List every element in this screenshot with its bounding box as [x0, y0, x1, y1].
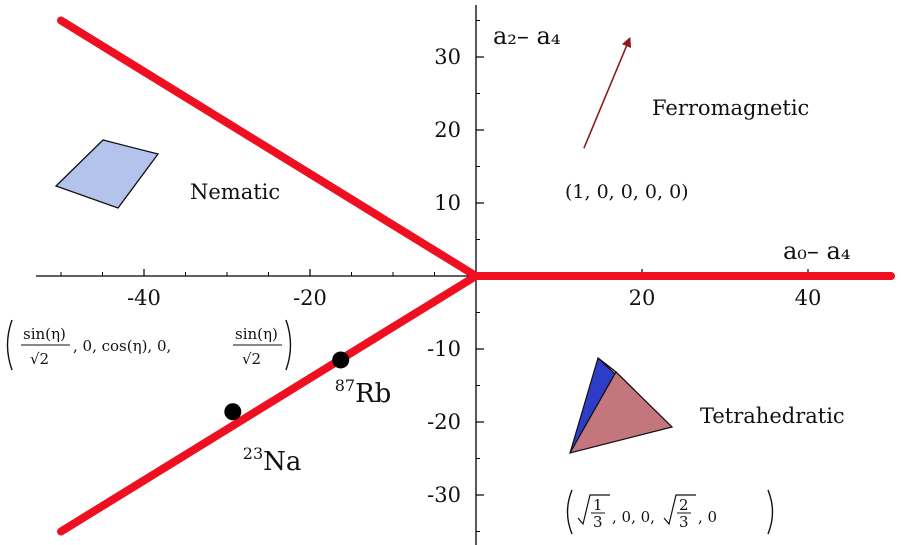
- phase-boundaries: [57, 16, 895, 536]
- svg-text:sin(η): sin(η): [235, 325, 278, 343]
- y-tick-label: -10: [427, 337, 461, 361]
- nematic-state: sin(η) √2 , 0, cos(η), 0, sin(η) √2: [6, 319, 292, 371]
- svg-text:, 0: , 0: [698, 508, 717, 526]
- y-tick-label: -30: [427, 483, 461, 507]
- x-tick-label: -40: [127, 286, 161, 310]
- point-label-rb: 87Rb: [335, 376, 392, 409]
- svg-text:√2: √2: [242, 350, 261, 368]
- point-na: [224, 403, 242, 421]
- phase-boundary-2: [57, 272, 480, 536]
- y-tick-label: -20: [427, 410, 461, 434]
- tetrahedron-icon: [568, 356, 674, 454]
- atom-points: 87Rb 23Na: [224, 351, 392, 477]
- svg-text:3: 3: [679, 513, 689, 531]
- y-tick-label: 10: [434, 191, 461, 215]
- svg-text:, 0, cos(η), 0,: , 0, cos(η), 0,: [73, 337, 171, 355]
- svg-text:3: 3: [593, 513, 603, 531]
- region-label-tetrahedratic: Tetrahedratic: [700, 404, 845, 428]
- point-rb: [332, 351, 350, 369]
- region-label-nematic: Nematic: [190, 180, 280, 204]
- x-tick-label: -20: [293, 286, 327, 310]
- x-axis-title: a₀– a₄: [783, 237, 851, 265]
- x-tick-label: 20: [629, 286, 656, 310]
- region-label-ferromagnetic: Ferromagnetic: [652, 96, 809, 120]
- svg-text:√2: √2: [30, 350, 49, 368]
- ferromagnetic-state: (1, 0, 0, 0, 0): [565, 181, 689, 203]
- y-axis-title: a₂– a₄: [493, 22, 561, 50]
- point-label-na: 23Na: [243, 444, 302, 477]
- y-tick-label: 20: [434, 118, 461, 142]
- svg-text:sin(η): sin(η): [23, 325, 66, 343]
- y-tick-label: 30: [434, 45, 461, 69]
- y-ticks: 30 20 10 -10 -20 -30: [427, 20, 484, 532]
- ferromagnetic-arrow: [583, 36, 632, 149]
- phase-boundary-0: [57, 16, 480, 280]
- tetrahedratic-state: 1 3 , 0, 0, 2 3 , 0: [566, 489, 774, 535]
- x-tick-label: 40: [795, 286, 822, 310]
- svg-text:2: 2: [679, 496, 689, 514]
- svg-text:1: 1: [593, 496, 603, 514]
- x-ticks: -40 -20 20 40: [60, 269, 892, 310]
- svg-text:, 0, 0,: , 0, 0,: [612, 508, 655, 526]
- nematic-sheet-icon: [54, 139, 160, 209]
